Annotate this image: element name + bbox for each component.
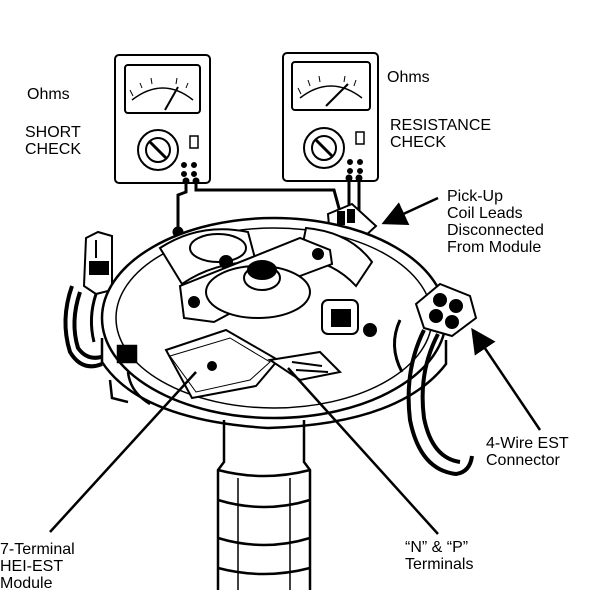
short-check-ohmmeter xyxy=(114,54,211,185)
short-check-line-1: SHORT xyxy=(25,124,81,141)
test-leads xyxy=(172,178,361,238)
pickup-line-4: From Module xyxy=(447,239,542,256)
pickup-coil-label: Pick-Up Coil Leads Disconnected From Mod… xyxy=(447,188,544,256)
pickup-coil-assembly xyxy=(158,226,377,387)
est-connector-label: 4-Wire EST Connector xyxy=(486,435,569,469)
short-check-line-2: CHECK xyxy=(25,141,82,158)
distributor-shaft xyxy=(216,420,312,590)
module-line-2: HEI-EST xyxy=(0,558,64,575)
module-label: 7-Terminal HEI-EST Module xyxy=(0,541,75,592)
est-line-2: Connector xyxy=(486,452,560,469)
right-ohms-label: Ohms xyxy=(387,69,430,86)
resistance-check-ohmmeter xyxy=(282,52,379,182)
est-harness xyxy=(393,282,478,477)
leader-lines xyxy=(49,196,542,535)
terminals-line-1: “N” & “P” xyxy=(405,539,469,556)
resistance-check-line-1: RESISTANCE xyxy=(390,117,492,134)
resistance-check-line-2: CHECK xyxy=(390,134,447,151)
pickup-line-2: Coil Leads xyxy=(447,205,523,222)
module-line-1: 7-Terminal xyxy=(0,541,75,558)
est-line-1: 4-Wire EST xyxy=(486,435,569,452)
terminals-label: “N” & “P” Terminals xyxy=(405,539,473,573)
hei-est-module xyxy=(164,328,343,400)
pickup-line-1: Pick-Up xyxy=(447,188,504,205)
short-check-label: SHORT CHECK xyxy=(25,124,81,158)
pickup-line-3: Disconnected xyxy=(447,222,544,239)
resistance-check-label: RESISTANCE CHECK xyxy=(390,117,491,151)
left-ohms-label: Ohms xyxy=(27,86,70,103)
rotor-and-shaft xyxy=(178,236,334,324)
terminals-line-2: Terminals xyxy=(405,556,474,573)
module-line-3: Module xyxy=(0,575,53,592)
